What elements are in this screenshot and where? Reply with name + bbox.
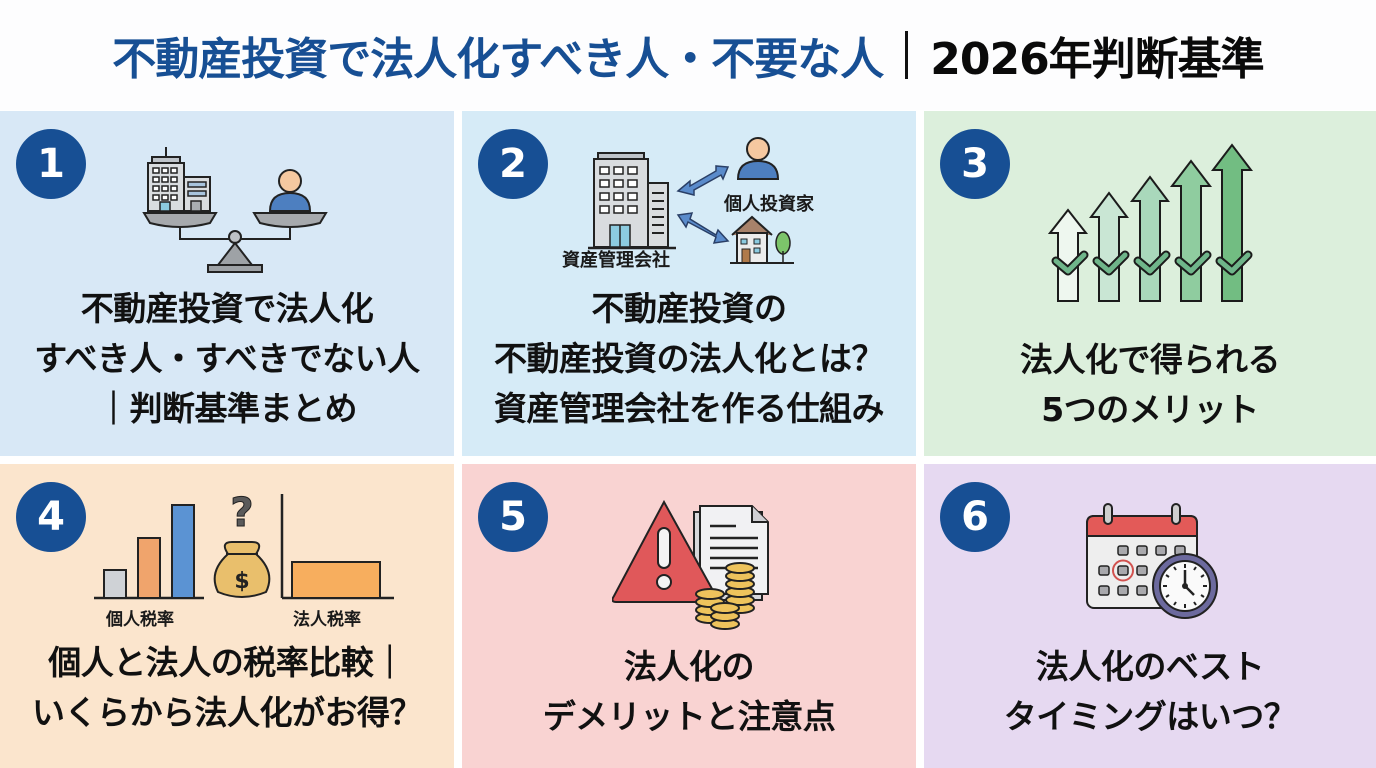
card-4[interactable]: 4 ? $ 個人税率 法人税率 個人と法人の税率比較｜ いくらから法人化がお得？ xyxy=(0,464,454,768)
company-label: 資産管理会社 xyxy=(562,250,670,271)
card-3[interactable]: 3 法人化で得られる 5つのメリット xyxy=(924,111,1376,456)
title-divider xyxy=(905,31,909,79)
company-investor-property-diagram-icon xyxy=(588,137,794,264)
caption-line: 個人と法人の税率比較｜ xyxy=(48,643,406,682)
personal-tax-label: 個人税率 xyxy=(106,610,174,630)
card-2[interactable]: 2 個人投資家 資産管理会社 xyxy=(462,111,916,456)
tax-rate-comparison-chart-icon: ? $ xyxy=(94,492,394,600)
title-year: 2026年判断基準 xyxy=(930,34,1264,85)
card-caption: 個人と法人の税率比較｜ いくらから法人化がお得？ xyxy=(0,638,454,738)
card-number-badge: 6 xyxy=(940,482,1010,552)
caption-line: 不動産投資の法人化とは？ xyxy=(494,339,885,378)
corporate-tax-label: 法人税率 xyxy=(293,610,361,630)
caption-line: 法人化のベスト xyxy=(1035,647,1265,686)
card-caption: 不動産投資で法人化 すべき人・すべきでない人 ｜判断基準まとめ xyxy=(0,284,454,434)
card-caption: 不動産投資の 不動産投資の法人化とは？ 資産管理会社を作る仕組み xyxy=(462,284,916,434)
calendar-clock-icon xyxy=(1086,503,1218,619)
caption-line: 5つのメリット xyxy=(1041,390,1259,429)
rising-arrows-checkmarks-icon xyxy=(1048,143,1254,302)
card-caption: 法人化のベスト タイミングはいつ？ xyxy=(924,642,1376,742)
caption-line: デメリットと注意点 xyxy=(542,697,836,736)
svg-text:?: ? xyxy=(230,492,253,536)
investor-label: 個人投資家 xyxy=(724,194,814,215)
card-number-badge: 5 xyxy=(478,482,548,552)
title-main: 不動産投資で法人化すべき人・不要な人 xyxy=(112,34,884,85)
caption-line: 法人化の xyxy=(624,647,755,686)
card-number-badge: 2 xyxy=(478,129,548,199)
card-1[interactable]: 1 不動産投資で法人化 すべき人・すべきでない人 ｜判断基準まとめ xyxy=(0,111,454,456)
svg-text:$: $ xyxy=(234,569,249,594)
card-5[interactable]: 5 法人化の デメリットと注意点 xyxy=(462,464,916,768)
card-6[interactable]: 6 法人化のベスト タイミングはいつ？ xyxy=(924,464,1376,768)
caption-line: いくらから法人化がお得？ xyxy=(32,693,423,732)
caption-line: ｜判断基準まとめ xyxy=(97,389,358,428)
scale-building-vs-person-icon xyxy=(142,147,328,273)
card-caption: 法人化の デメリットと注意点 xyxy=(462,642,916,742)
caption-line: 不動産投資の xyxy=(591,289,788,328)
card-number-badge: 3 xyxy=(940,129,1010,199)
card-number-badge: 4 xyxy=(16,482,86,552)
card-caption: 法人化で得られる 5つのメリット xyxy=(924,335,1376,435)
caption-line: すべき人・すべきでない人 xyxy=(34,339,420,378)
page-title: 不動産投資で法人化すべき人・不要な人 2026年判断基準 xyxy=(112,23,1265,87)
card-number-badge: 1 xyxy=(16,129,86,199)
caption-line: 不動産投資で法人化 xyxy=(80,289,374,328)
caption-line: 法人化で得られる xyxy=(1020,340,1281,379)
warning-document-coins-icon xyxy=(612,500,769,630)
caption-line: 資産管理会社を作る仕組み xyxy=(494,389,885,428)
header: 不動産投資で法人化すべき人・不要な人 2026年判断基準 xyxy=(0,0,1376,110)
caption-line: タイミングはいつ？ xyxy=(1003,697,1297,736)
